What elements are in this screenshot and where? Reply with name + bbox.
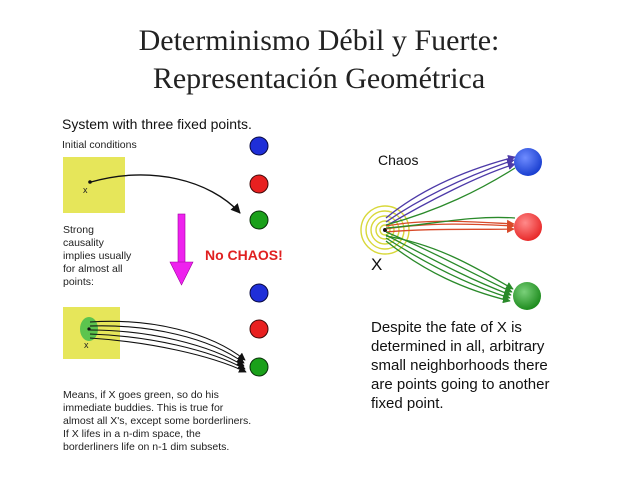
initial-conditions-label: Initial conditions	[62, 139, 137, 151]
strong-causality-line5: points:	[63, 276, 94, 288]
means-line1: Means, if X goes green, so do his	[63, 389, 219, 401]
fixed-point-green-bottom	[249, 357, 269, 377]
magenta-arrow-shaft	[177, 213, 186, 265]
fixed-point-red-right	[514, 213, 542, 241]
trajectories-to-green	[385, 167, 516, 304]
despite-line2: determined in all, arbitrary	[371, 338, 545, 355]
despite-line3: small neighborhoods there	[371, 357, 548, 374]
initial-point	[88, 180, 92, 184]
neighborhood-point	[87, 327, 91, 331]
fixed-point-blue-right	[514, 148, 542, 176]
fixed-point-red-bottom	[249, 319, 269, 339]
chaos-label: Chaos	[378, 152, 419, 168]
strong-causality-line3: implies usually	[63, 250, 132, 262]
slide-title-line1: Determinismo Débil y Fuerte:	[138, 24, 500, 57]
fixed-point-red-top	[249, 174, 269, 194]
fixed-point-blue-bottom	[249, 283, 269, 303]
means-line3: almost all X's, except some borderliners…	[63, 415, 252, 427]
trajectory-arrow	[90, 174, 241, 214]
fixed-point-green-right	[513, 282, 541, 310]
fixed-point-blue-top	[249, 136, 269, 156]
no-chaos-label: No CHAOS!	[205, 247, 283, 263]
slide-title-line2: Representación Geométrica	[152, 62, 486, 95]
means-line5: borderliners life on n-1 dim subsets.	[63, 441, 230, 453]
strong-causality-line1: Strong	[63, 224, 94, 236]
despite-line5: fixed point.	[371, 395, 444, 412]
fixed-point-green-top	[249, 210, 269, 230]
x-label-right: X	[371, 255, 383, 274]
magenta-arrow-head	[169, 261, 194, 286]
system-header: System with three fixed points.	[62, 116, 252, 132]
despite-line1: Despite the fate of X is	[371, 319, 522, 336]
strong-causality-line2: causality	[63, 237, 104, 249]
x-label-bottom: x	[84, 340, 89, 350]
trajectories-to-blue	[385, 154, 516, 227]
initial-conditions-box	[63, 157, 125, 213]
means-line4: If X lifes in a n-dim space, the	[63, 428, 201, 440]
means-line2: immediate buddies. This is true for	[63, 402, 224, 414]
x-label-top: x	[83, 185, 88, 195]
trajectory-bundle	[89, 320, 247, 373]
despite-line4: are points going to another	[371, 376, 550, 393]
strong-causality-line4: for almost all	[63, 263, 123, 275]
